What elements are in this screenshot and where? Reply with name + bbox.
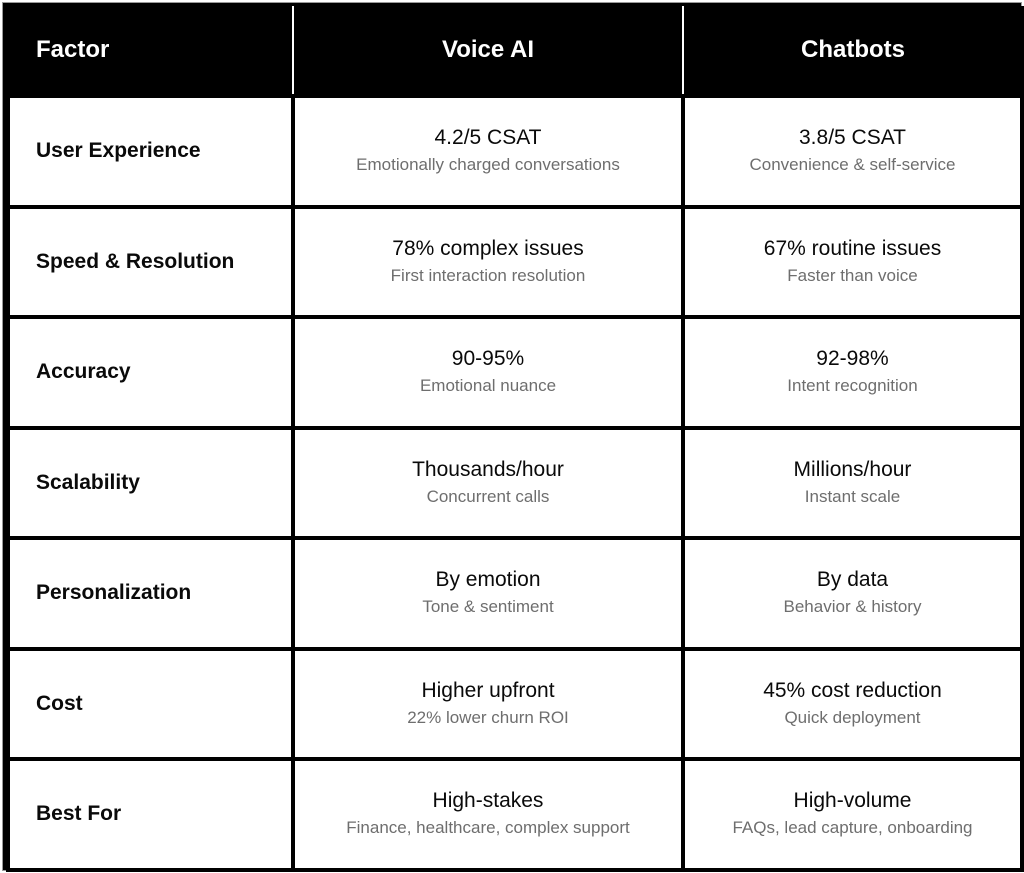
chatbots-value: 3.8/5 CSAT <box>799 126 906 150</box>
voice-ai-cell: 78% complex issues First interaction res… <box>291 204 685 319</box>
voice-ai-cell: 90-95% Emotional nuance <box>291 315 685 430</box>
voice-ai-note: Concurrent calls <box>426 486 550 506</box>
chatbots-cell: 67% routine issues Faster than voice <box>681 204 1024 319</box>
factor-label: Accuracy <box>6 315 295 430</box>
header-factor: Factor <box>8 6 293 96</box>
chatbots-note: FAQs, lead capture, onboarding <box>732 818 973 838</box>
voice-ai-value: 90-95% <box>451 347 525 371</box>
voice-ai-cell: 4.2/5 CSAT Emotionally charged conversat… <box>291 94 685 209</box>
table-row-personalization: Personalization By emotion Tone & sentim… <box>6 536 1024 651</box>
chatbots-cell: By data Behavior & history <box>681 536 1024 651</box>
chatbots-note: Intent recognition <box>787 376 918 396</box>
voice-ai-value: 78% complex issues <box>392 236 584 260</box>
voice-ai-cell: Higher upfront 22% lower churn ROI <box>291 646 685 761</box>
chatbots-value: 92-98% <box>816 347 889 371</box>
header-row: Factor Voice AI Chatbots <box>8 6 1022 96</box>
factor-label: User Experience <box>6 94 295 209</box>
voice-ai-note: 22% lower churn ROI <box>407 707 569 727</box>
table-row-user-experience: User Experience 4.2/5 CSAT Emotionally c… <box>6 94 1024 209</box>
comparison-table: Factor Voice AI Chatbots User Experience… <box>6 6 1024 872</box>
table-row-speed-resolution: Speed & Resolution 78% complex issues Fi… <box>6 204 1024 319</box>
chatbots-value: By data <box>816 568 889 592</box>
table-row-scalability: Scalability Thousands/hour Concurrent ca… <box>6 425 1024 540</box>
voice-ai-value: 4.2/5 CSAT <box>434 126 542 150</box>
factor-label: Speed & Resolution <box>6 204 295 319</box>
chatbots-cell: High-volume FAQs, lead capture, onboardi… <box>681 757 1024 872</box>
voice-ai-cell: High-stakes Finance, healthcare, complex… <box>291 757 685 872</box>
chatbots-value: 67% routine issues <box>763 236 942 260</box>
chatbots-cell: 45% cost reduction Quick deployment <box>681 646 1024 761</box>
voice-ai-note: Tone & sentiment <box>422 597 554 617</box>
chatbots-note: Instant scale <box>804 486 901 506</box>
chatbots-value: High-volume <box>793 789 912 813</box>
voice-ai-value: By emotion <box>435 568 541 592</box>
voice-ai-value: Thousands/hour <box>412 457 564 481</box>
table-row-best-for: Best For High-stakes Finance, healthcare… <box>6 757 1024 872</box>
voice-ai-cell: Thousands/hour Concurrent calls <box>291 425 685 540</box>
voice-ai-note: First interaction resolution <box>390 265 586 285</box>
header-chatbots: Chatbots <box>682 6 1022 96</box>
chatbots-note: Behavior & history <box>783 597 922 617</box>
voice-ai-note: Finance, healthcare, complex support <box>346 818 630 838</box>
table-row-cost: Cost Higher upfront 22% lower churn ROI … <box>6 646 1024 761</box>
chatbots-cell: Millions/hour Instant scale <box>681 425 1024 540</box>
voice-ai-note: Emotionally charged conversations <box>356 155 620 175</box>
factor-label: Personalization <box>6 536 295 651</box>
chatbots-cell: 92-98% Intent recognition <box>681 315 1024 430</box>
voice-ai-value: High-stakes <box>432 789 544 813</box>
header-voice-ai: Voice AI <box>292 6 683 96</box>
chatbots-cell: 3.8/5 CSAT Convenience & self-service <box>681 94 1024 209</box>
table-row-accuracy: Accuracy 90-95% Emotional nuance 92-98% … <box>6 315 1024 430</box>
chatbots-value: 45% cost reduction <box>763 678 942 702</box>
chatbots-note: Convenience & self-service <box>749 155 956 175</box>
factor-label: Best For <box>6 757 295 872</box>
chatbots-note: Faster than voice <box>787 265 918 285</box>
chatbots-value: Millions/hour <box>793 457 912 481</box>
voice-ai-cell: By emotion Tone & sentiment <box>291 536 685 651</box>
factor-label: Cost <box>6 646 295 761</box>
factor-label: Scalability <box>6 425 295 540</box>
voice-ai-value: Higher upfront <box>421 678 555 702</box>
chatbots-note: Quick deployment <box>784 707 921 727</box>
voice-ai-note: Emotional nuance <box>419 376 557 396</box>
